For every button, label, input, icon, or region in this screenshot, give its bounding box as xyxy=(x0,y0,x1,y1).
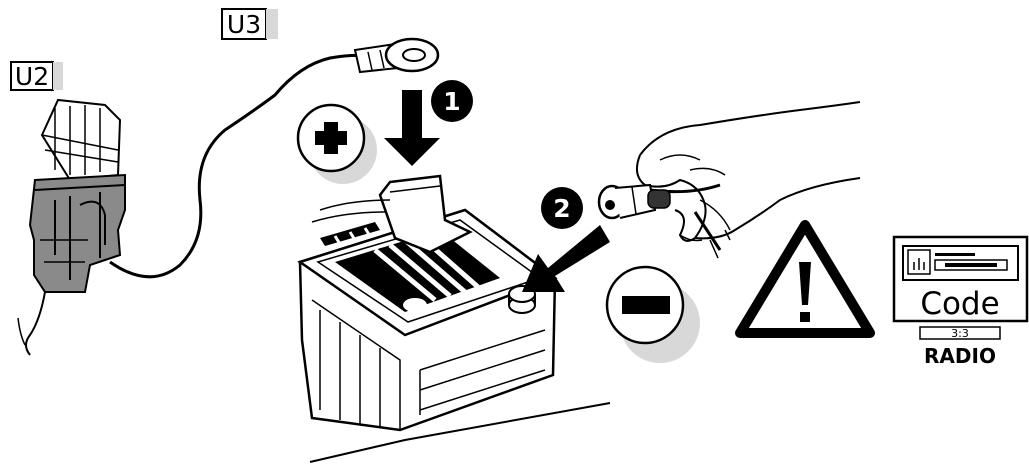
radio-caption: RADIO xyxy=(924,344,996,368)
radio-code-panel: Code 3:3 RADIO xyxy=(894,237,1027,368)
negative-terminal-symbol xyxy=(607,267,700,363)
svg-text:2: 2 xyxy=(553,194,570,223)
svg-text:U2: U2 xyxy=(15,62,49,91)
radio-display-value: 3:3 xyxy=(951,327,969,340)
fuse-box-wire xyxy=(26,292,45,355)
arrow-step-2 xyxy=(522,225,610,292)
step-2-badge: 2 xyxy=(541,187,583,229)
radio-code-text: Code xyxy=(920,286,999,322)
minus-icon xyxy=(622,296,670,314)
warning-triangle-icon xyxy=(740,225,870,333)
u2-label: U2 xyxy=(11,62,63,91)
u3-label: U3 xyxy=(222,9,278,39)
svg-text:U3: U3 xyxy=(227,10,261,39)
positive-terminal-symbol xyxy=(298,105,377,184)
svg-text:1: 1 xyxy=(443,87,460,116)
ring-terminal xyxy=(355,39,438,72)
step-1-badge: 1 xyxy=(431,80,473,122)
hand-holding-clamp xyxy=(599,102,860,258)
radio-icon xyxy=(903,246,1018,280)
